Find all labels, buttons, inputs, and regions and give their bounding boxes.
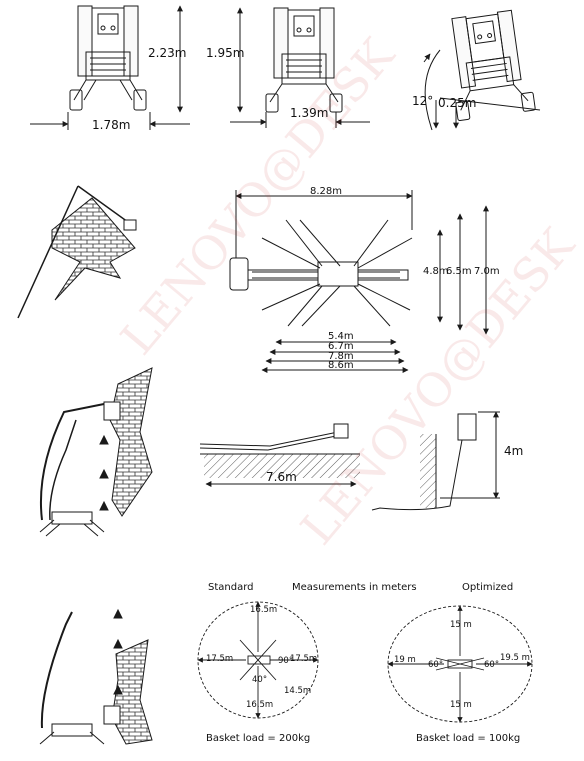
optimized-load-label: Basket load = 100kg (416, 733, 521, 744)
top-plan-view (229, 190, 489, 373)
wall-climb-up (39, 608, 153, 745)
radius-3-label: 7.8m (328, 351, 354, 362)
horizontal-reach-label: 7.6m (266, 470, 297, 484)
measurements-title: Measurements in meters (292, 582, 417, 593)
reach-outer-label: 7.0m (474, 266, 500, 277)
optimized-top-label: 15 m (450, 620, 472, 630)
standard-top-label: 16.5m (250, 605, 278, 615)
radius-2-label: 6.7m (328, 341, 354, 352)
radius-4-label: 8.6m (328, 360, 354, 371)
front-view-standard (69, 5, 147, 111)
standard-angle-2-label: 40° (252, 675, 268, 685)
reach-inner-label: 4.8m (423, 266, 449, 277)
standard-bottom-label: 16.5m (246, 700, 274, 710)
standard-right-label: 17.5m (290, 654, 318, 664)
front-view-tilted (451, 9, 536, 121)
below-ground-label: 4m (504, 444, 524, 458)
tilt-offset-label: 0.25m (438, 96, 477, 110)
overall-length-label: 8.28m (310, 186, 343, 197)
optimized-right-label: 19.5 m (500, 653, 530, 663)
wall-climb-down (39, 367, 153, 537)
reach-mid-label: 6.5m (446, 266, 472, 277)
work-area-standard (197, 601, 319, 719)
horizontal-reach-view (199, 423, 360, 487)
work-area-optimized (387, 605, 533, 723)
standard-load-label: Basket load = 200kg (206, 733, 311, 744)
optimized-angle-1-label: 60° (428, 660, 444, 670)
dimension-lines-top (30, 5, 541, 131)
standard-left-label: 17.5m (206, 654, 234, 664)
optimized-title: Optimized (462, 582, 514, 593)
track-width-label: 1.39m (290, 106, 329, 120)
optimized-bottom-label: 15 m (450, 700, 472, 710)
standard-angle-1-label: 90° (278, 656, 294, 666)
height-standard-label: 2.23m (148, 46, 187, 60)
wall-reach-diagonal (17, 185, 137, 319)
radius-1-label: 5.4m (328, 331, 354, 342)
optimized-left-label: 19 m (394, 655, 416, 665)
standard-diag-label: 14.5m (284, 686, 312, 696)
tilt-angle-label: 12° (412, 94, 434, 108)
width-label: 1.78m (92, 118, 131, 132)
height-lowered-label: 1.95m (206, 46, 245, 60)
standard-title: Standard (208, 582, 254, 593)
below-ground-reach-view (371, 411, 500, 511)
outrigger-legs (261, 219, 413, 327)
front-view-lowered (265, 7, 343, 113)
optimized-angle-2-label: 60° (484, 660, 500, 670)
